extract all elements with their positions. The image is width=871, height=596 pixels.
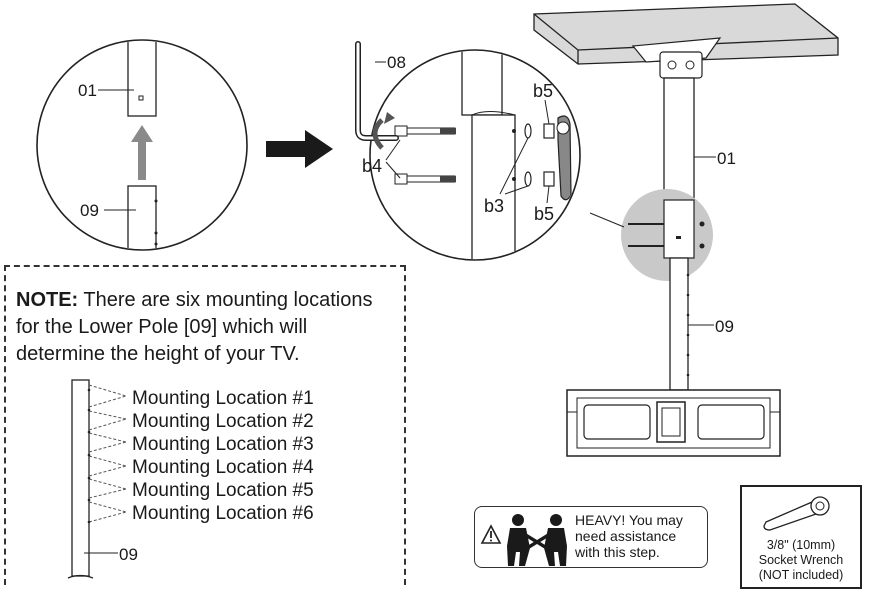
warning-line-2: need assistance	[575, 528, 677, 544]
heavy-warning-text: HEAVY! You may need assistance with this…	[575, 512, 683, 560]
label-09-assembly: 09	[715, 317, 734, 336]
mounting-location-5: Mounting Location #5	[132, 480, 314, 501]
label-09-note: 09	[119, 545, 138, 564]
note-body: There are six mounting locations for the…	[16, 289, 373, 365]
tool-line-2: Socket Wrench	[758, 553, 844, 567]
note-heading: NOTE:	[16, 289, 79, 311]
insertion-detail-circle: 01 09	[36, 39, 248, 251]
label-b3: b3	[484, 196, 504, 216]
two-people-carrying-icon	[507, 514, 567, 566]
label-b4: b4	[362, 156, 382, 176]
label-b5-top: b5	[533, 81, 553, 101]
mounting-location-list: Mounting Location #1 Mounting Location #…	[132, 387, 314, 525]
full-assembly: 01 09	[533, 3, 839, 457]
mounting-location-1: Mounting Location #1	[132, 388, 314, 409]
warning-line-3: with this step.	[575, 544, 660, 560]
next-step-arrow-icon	[266, 130, 333, 168]
up-arrow-icon	[131, 125, 153, 180]
bolt-detail-circle: 08 b4 b3 b5 b5	[355, 41, 581, 261]
lower-pole-side-view: 09	[67, 379, 138, 579]
tool-line-3: (NOT included)	[758, 568, 844, 582]
mounting-location-4: Mounting Location #4	[132, 457, 314, 478]
label-09-circle: 09	[80, 201, 99, 220]
mounting-location-6: Mounting Location #6	[132, 503, 314, 524]
tool-line-1: 3/8" (10mm)	[766, 538, 836, 552]
tool-text: 3/8" (10mm) Socket Wrench (NOT included)	[742, 538, 860, 583]
mounting-location-2: Mounting Location #2	[132, 411, 314, 432]
socket-wrench-icon	[763, 496, 830, 531]
label-01-circle: 01	[78, 81, 97, 100]
note-box: NOTE: There are six mounting locations f…	[4, 265, 406, 585]
heavy-warning-box: HEAVY! You may need assistance with this…	[474, 506, 708, 568]
warning-line-1: HEAVY! You may	[575, 512, 683, 528]
label-01-assembly: 01	[717, 149, 736, 168]
label-b5-bottom: b5	[534, 204, 554, 224]
note-text: NOTE: There are six mounting locations f…	[16, 287, 401, 368]
label-08: 08	[387, 53, 406, 72]
mounting-location-3: Mounting Location #3	[132, 434, 314, 455]
rotate-arrow-icon	[372, 118, 384, 150]
tool-required-box: 3/8" (10mm) Socket Wrench (NOT included)	[740, 485, 862, 589]
warning-triangle-icon	[480, 524, 502, 544]
